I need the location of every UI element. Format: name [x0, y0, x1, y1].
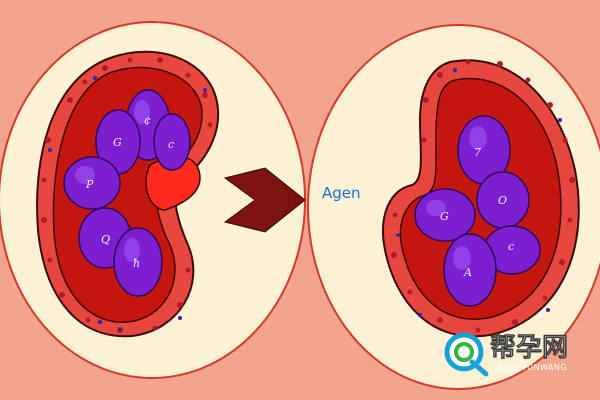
center-label: Agen: [322, 184, 361, 202]
left-cell-blue-dots: [48, 76, 207, 332]
left-blob: [153, 113, 191, 171]
left-blob-highlight: [134, 100, 150, 124]
right-cell: 7 G O c A: [382, 59, 580, 338]
left-blob-label: ¢: [144, 114, 151, 127]
right-blob-highlight: [426, 200, 446, 216]
right-blob-label: G: [440, 210, 449, 223]
watermark-logo-icon: [444, 332, 489, 377]
left-blob-label: Q: [101, 233, 110, 246]
watermark-subtitle: BANGYUNWANG: [497, 363, 567, 372]
right-blob-label: A: [463, 266, 472, 279]
arrow-icon: [223, 167, 306, 233]
watermark: 帮孕网 BANGYUNWANG: [444, 332, 568, 377]
right-blob-highlight: [453, 246, 471, 270]
left-blob-label: G: [113, 136, 122, 149]
left-blob-label: ħ: [133, 257, 140, 270]
left-blob-highlight: [75, 166, 95, 184]
right-cell-blobs: [414, 115, 541, 307]
left-cell-wall-dots: [41, 57, 213, 333]
right-blob-label: O: [498, 194, 507, 207]
right-blob-label: c: [508, 240, 514, 253]
left-cell: G ¢ c P Q ħ: [36, 50, 220, 338]
right-blob-label: 7: [474, 146, 481, 159]
right-blob-highlight: [469, 126, 487, 150]
left-cell-blobs: [63, 89, 191, 297]
left-blob-label: P: [85, 178, 94, 191]
left-blob-highlight: [124, 238, 140, 262]
right-cell-blue-dots: [396, 68, 562, 318]
watermark-logo-text: 帮孕网: [490, 333, 568, 363]
left-blob-label: c: [168, 138, 174, 151]
right-cell-wall-dots: [391, 59, 575, 333]
